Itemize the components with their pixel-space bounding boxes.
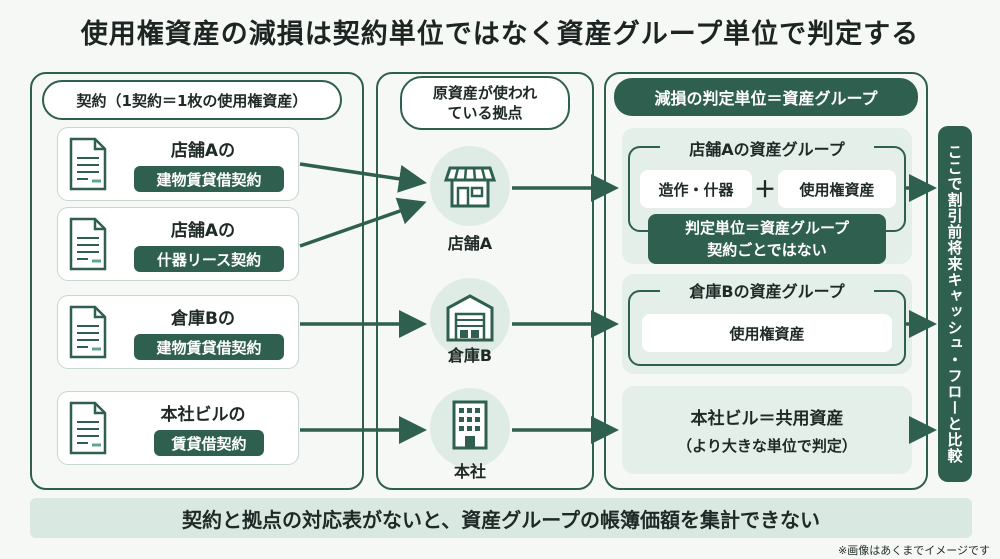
storeA-rou-box: 使用権資産 xyxy=(778,170,896,208)
note-line1: 判定単位＝資産グループ xyxy=(684,219,850,237)
warehouse-icon xyxy=(446,294,494,342)
sites-header-line1: 原資産が使われ xyxy=(432,84,538,102)
contract-card-storeA-building: 店舗Aの 建物賃貸借契約 xyxy=(58,128,298,200)
hq-line1: 本社ビル＝共用資産 xyxy=(690,409,844,429)
store-icon xyxy=(444,166,496,208)
groups-header: 減損の判定単位＝資産グループ xyxy=(614,78,918,116)
storeA-judgment-note: 判定単位＝資産グループ 契約ごとではない xyxy=(648,214,886,264)
page-title: 使用権資産の減損は契約単位ではなく資産グループ単位で判定する xyxy=(80,19,920,50)
comparison-bar: ここで割引前将来キャッシュ・フローと比較 xyxy=(938,126,972,482)
footnote: ※画像はあくまでイメージです xyxy=(838,544,990,557)
contract-place: 店舗Aの xyxy=(170,221,236,241)
site-label-warehouse-b: 倉庫B xyxy=(447,346,493,365)
contract-place: 倉庫Bの xyxy=(171,309,235,329)
contract-place: 店舗Aの xyxy=(170,141,236,161)
site-label-store-a: 店舗A xyxy=(447,234,493,253)
contracts-header: 契約（1契約＝1枚の使用権資産） xyxy=(42,80,342,120)
hq-group-box: 本社ビル＝共用資産 （より大きな単位で判定） xyxy=(622,386,912,474)
plus-sign: ＋ xyxy=(753,178,776,203)
office-building-icon xyxy=(452,400,488,450)
storeA-group-title: 店舗Aの資産グループ xyxy=(660,136,874,160)
contract-kind-badge: 賃貸借契約 xyxy=(154,430,264,456)
hq-line2: （より大きな単位で判定） xyxy=(677,437,857,455)
contract-place: 本社ビルの xyxy=(160,405,246,425)
contract-card-storeA-fixtures: 店舗Aの 什器リース契約 xyxy=(58,208,298,280)
site-label-hq: 本社 xyxy=(453,462,486,481)
contract-card-warehouseB-building: 倉庫Bの 建物賃貸借契約 xyxy=(58,296,298,368)
storeA-fixtures-box: 造作・什器 xyxy=(640,170,752,208)
bottom-message: 契約と拠点の対応表がないと、資産グループの帳簿価額を集計できない xyxy=(30,498,972,538)
contract-card-hq-building: 本社ビルの 賃貸借契約 xyxy=(58,392,298,464)
contract-kind-badge: 建物賃貸借契約 xyxy=(134,334,284,360)
contract-kind-badge: 建物賃貸借契約 xyxy=(134,166,284,192)
sites-header-line2: ている拠点 xyxy=(447,104,523,122)
document-icon xyxy=(69,401,107,455)
document-icon xyxy=(69,305,107,359)
contract-kind-badge: 什器リース契約 xyxy=(134,246,284,272)
warehouseB-group-title: 倉庫Bの資産グループ xyxy=(660,278,874,302)
document-icon xyxy=(69,137,107,191)
sites-header: 原資産が使われ ている拠点 xyxy=(400,76,570,130)
note-line2: 契約ごとではない xyxy=(707,241,827,259)
warehouseB-rou-box: 使用権資産 xyxy=(642,314,892,352)
document-icon xyxy=(69,217,107,271)
